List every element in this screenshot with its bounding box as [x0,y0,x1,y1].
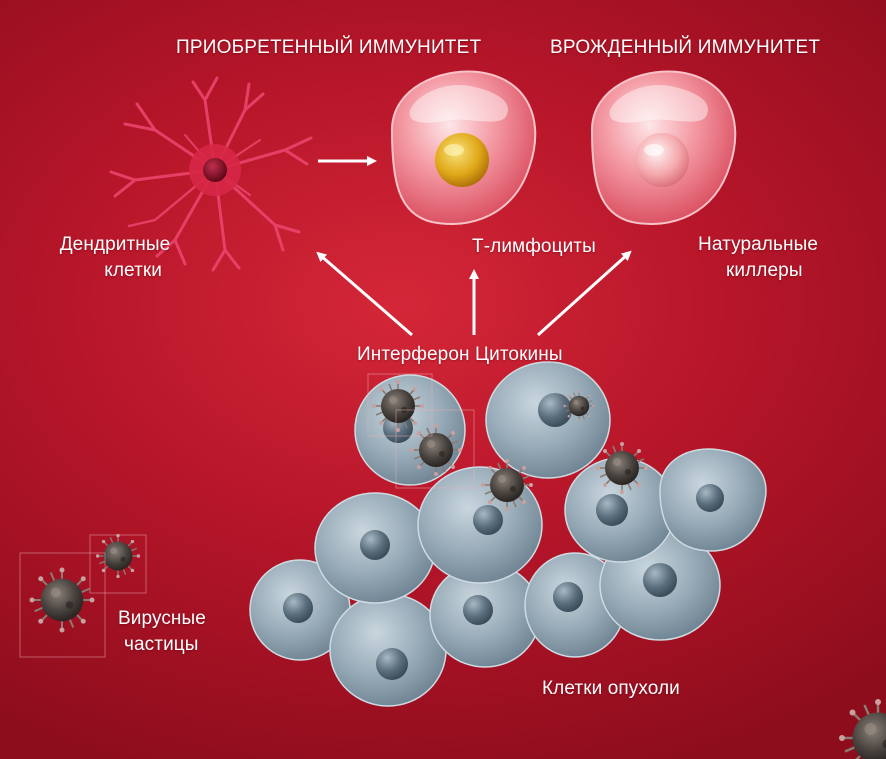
label-dendritic-line1: Дендритные [50,232,180,258]
t-lymphocyte [392,71,535,224]
label-virus-line1: Вирусные [118,606,206,632]
tumor-cluster [250,362,766,706]
header-acquired-immunity: ПРИОБРЕТЕННЫЙ ИММУНИТЕТ [176,35,481,61]
label-dendritic-line2: клетки [50,258,180,284]
label-virus-line2: частицы [118,632,206,658]
label-nk-cells: Натуральные киллеры [698,232,818,284]
label-dendritic-cells: Дендритные клетки [50,232,180,284]
header-innate-immunity: ВРОЖДЕННЫЙ ИММУНИТЕТ [550,35,820,61]
arrow-to-dendritic [320,255,412,335]
label-nk-line2: киллеры [698,258,818,284]
nk-cell [592,71,735,224]
label-t-lymphocytes: Т-лимфоциты [472,234,596,260]
arrow-to-nk [538,254,628,335]
corner-virus-fragment [839,699,886,759]
label-tumor-cells: Клетки опухоли [542,676,680,702]
label-nk-line1: Натуральные [698,232,818,258]
label-interferon-cytokines: Интерферон Цитокины [357,342,563,368]
label-virus-particles: Вирусные частицы [118,606,206,658]
